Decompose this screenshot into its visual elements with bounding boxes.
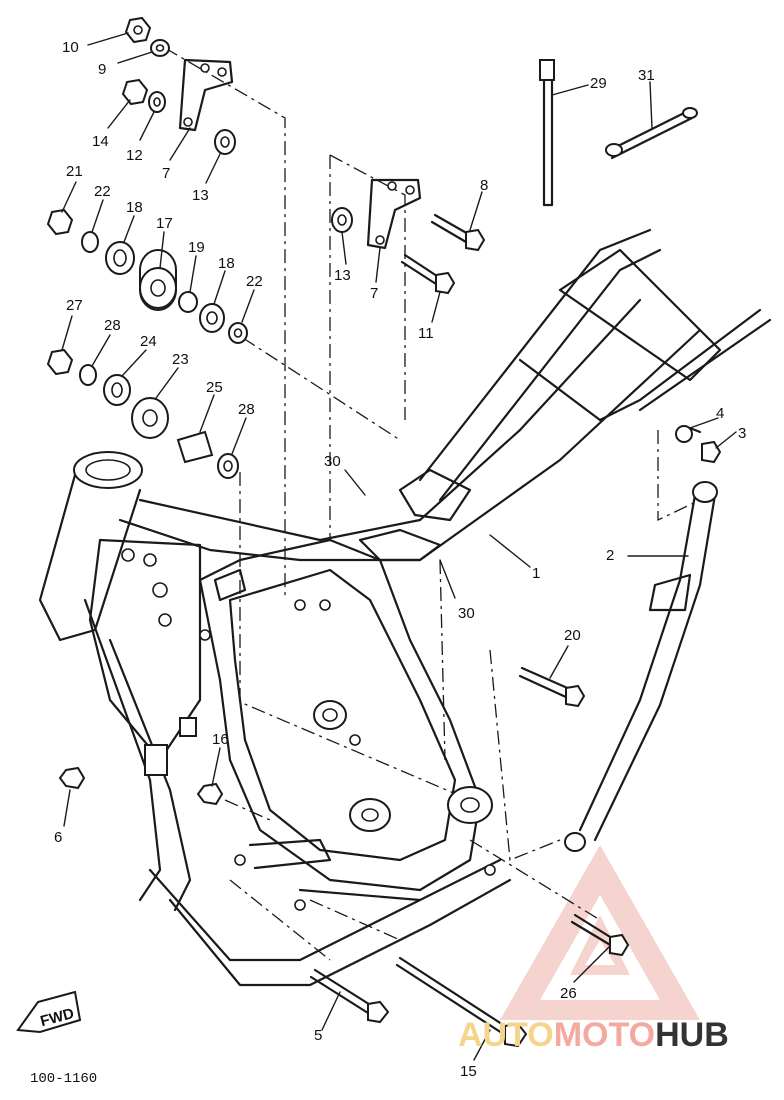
leader-lines — [61, 32, 737, 1061]
assembly-lines — [164, 47, 701, 961]
label-10: 10 — [62, 39, 79, 56]
long-bolts — [58, 666, 630, 1048]
label-16: 16 — [212, 731, 229, 748]
label-19: 19 — [188, 239, 205, 256]
hardware-left-column — [46, 16, 248, 479]
label-22a: 22 — [94, 183, 111, 200]
label-23: 23 — [172, 351, 189, 368]
part-labels: 10 9 14 12 7 13 21 22 18 17 19 18 22 27 … — [54, 39, 746, 1080]
svg-text:AUTOMOTOHUB: AUTOMOTOHUB — [458, 1016, 729, 1054]
label-15: 15 — [460, 1063, 477, 1080]
label-1: 1 — [532, 565, 540, 582]
label-7a: 7 — [162, 165, 170, 182]
label-31: 31 — [638, 67, 655, 84]
label-11: 11 — [418, 325, 434, 342]
watermark-logo — [500, 845, 700, 1020]
label-26: 26 — [560, 985, 577, 1002]
watermark-text: AUTOMOTOHUB — [458, 1016, 729, 1054]
watermark-auto: AUTO — [458, 1016, 554, 1054]
cable-tie-and-tool — [539, 59, 698, 207]
watermark-moto: MOTO — [554, 1016, 655, 1054]
label-13a: 13 — [192, 187, 209, 204]
label-7b: 7 — [370, 285, 378, 302]
label-5: 5 — [314, 1027, 322, 1044]
label-25: 25 — [206, 379, 223, 396]
label-28a: 28 — [104, 317, 121, 334]
label-30a: 30 — [324, 453, 341, 470]
part-2-frame-stay — [564, 481, 718, 852]
hardware-right-bracket — [331, 178, 722, 464]
label-24: 24 — [140, 333, 157, 350]
label-28b: 28 — [238, 401, 255, 418]
label-8: 8 — [480, 177, 488, 194]
label-6: 6 — [54, 829, 62, 846]
label-20: 20 — [564, 627, 581, 644]
watermark-hub: HUB — [655, 1016, 729, 1054]
label-18a: 18 — [126, 199, 143, 216]
label-13b: 13 — [334, 267, 351, 284]
label-27: 27 — [66, 297, 83, 314]
label-18b: 18 — [218, 255, 235, 272]
main-frame — [38, 228, 772, 987]
label-4: 4 — [716, 405, 724, 422]
label-21: 21 — [66, 163, 83, 180]
label-2: 2 — [606, 547, 614, 564]
label-30b: 30 — [458, 605, 475, 622]
drawing-code: 100-1160 — [30, 1071, 97, 1087]
label-12: 12 — [126, 147, 143, 164]
label-14: 14 — [92, 133, 109, 150]
fwd-arrow-icon: FWD — [16, 990, 82, 1034]
label-17: 17 — [156, 215, 173, 232]
label-22b: 22 — [246, 273, 263, 290]
label-3: 3 — [738, 425, 746, 442]
label-9: 9 — [98, 61, 106, 78]
label-29: 29 — [590, 75, 607, 92]
